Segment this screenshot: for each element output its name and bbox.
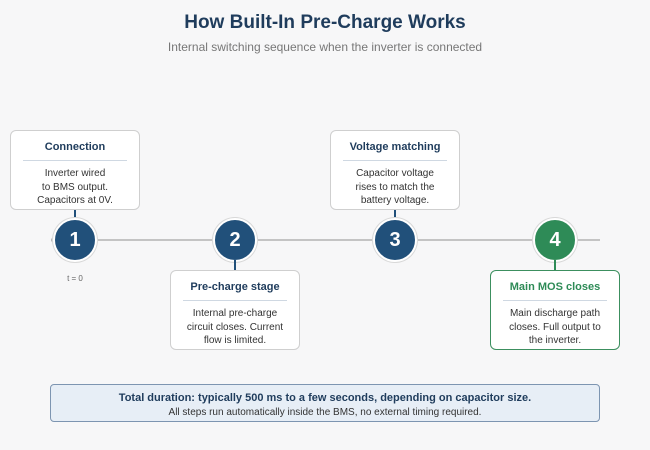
step-2-connector [234, 260, 236, 270]
step-1-card: Connection Inverter wired to BMS output.… [10, 130, 140, 210]
diagram-subtitle: Internal switching sequence when the inv… [167, 40, 483, 54]
step-3-connector [394, 210, 396, 220]
step-3-description: Capacitor voltage rises to match the bat… [355, 168, 435, 206]
step-3-divider [343, 160, 447, 161]
step-4-divider [503, 300, 607, 301]
step-1-marker: 1 [53, 218, 97, 262]
summary-note: All steps run automatically inside the B… [168, 407, 482, 418]
step-4-marker: 4 [533, 218, 577, 262]
timeline-axis [54, 239, 600, 241]
diagram-title: How Built-In Pre-Charge Works [184, 12, 466, 33]
step-2-card: Pre-charge stage Internal pre-charge cir… [170, 270, 300, 350]
step-2-marker: 2 [213, 218, 257, 262]
summary-duration: Total duration: typically 500 ms to a fe… [118, 392, 532, 404]
step-1-description: Inverter wired to BMS output. Capacitors… [37, 168, 113, 206]
step-2-divider [183, 300, 287, 301]
step-1-divider [23, 160, 127, 161]
step-2-title: Pre-charge stage [190, 281, 280, 293]
step-3-marker: 3 [373, 218, 417, 262]
step-4-card: Main MOS closes Main discharge path clos… [490, 270, 620, 350]
step-4-title: Main MOS closes [509, 281, 601, 293]
step-1-connector [74, 210, 76, 220]
step-4-connector [554, 260, 556, 270]
step-4-description: Main discharge path closes. Full output … [509, 308, 601, 346]
step-3-card: Voltage matching Capacitor voltage rises… [330, 130, 460, 210]
step-3-title: Voltage matching [349, 141, 441, 153]
summary-box: Total duration: typically 500 ms to a fe… [50, 384, 600, 422]
step-1-time-label: t = 0 [67, 274, 83, 283]
step-1-title: Connection [44, 141, 106, 153]
step-2-description: Internal pre-charge circuit closes. Curr… [186, 308, 284, 346]
